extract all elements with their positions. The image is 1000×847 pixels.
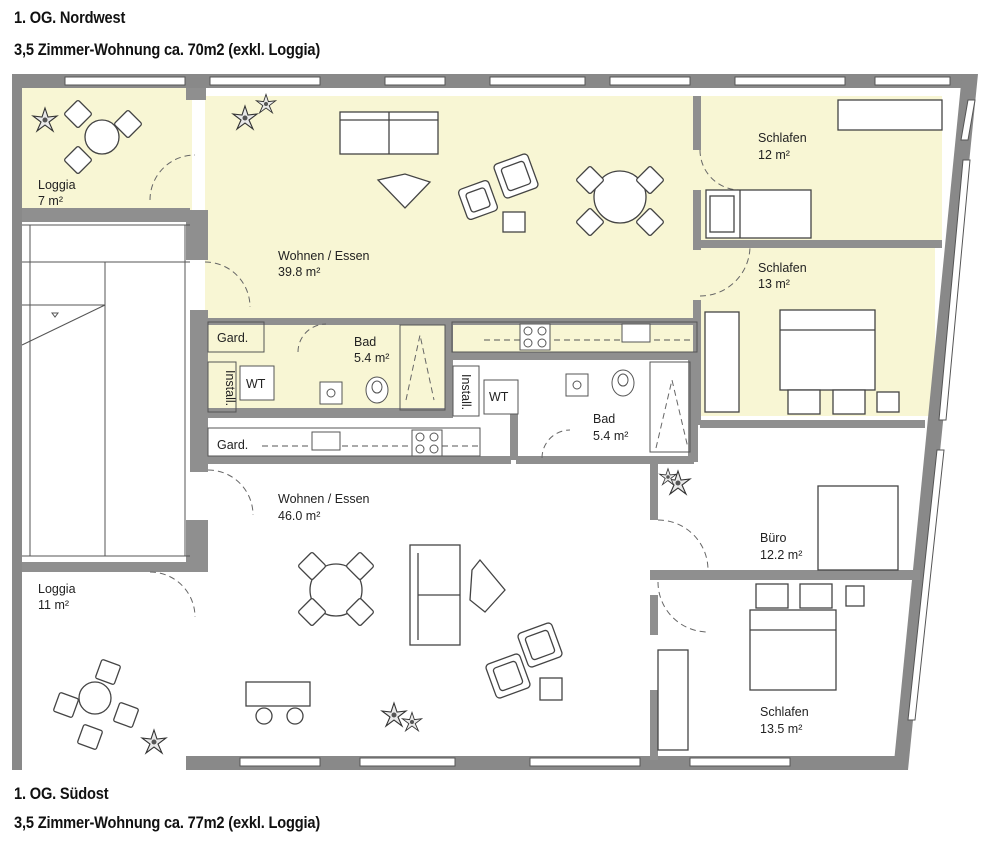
label-gard-nw: Gard. (217, 331, 248, 345)
room-area-schlafen-so: 13.5 m² (760, 722, 802, 736)
apartment-nw-floor: 1. OG. Nordwest (14, 8, 126, 27)
room-area-wohnen-so: 46.0 m² (278, 509, 320, 523)
kitchen-counters (207, 321, 698, 457)
label-wt-nw: WT (246, 377, 266, 391)
furniture-so (52, 485, 899, 751)
room-area-bad-so: 5.4 m² (593, 429, 628, 443)
room-area-loggia-so: 11 m² (38, 598, 69, 612)
door-swings (149, 149, 751, 633)
label-wt-so: WT (489, 390, 509, 404)
room-area-schlafen-nw1: 12 m² (758, 148, 790, 162)
room-area-loggia-nw: 7 m² (38, 194, 63, 208)
room-name-loggia-nw: Loggia (38, 178, 76, 192)
room-area-buero-so: 12.2 m² (760, 548, 802, 562)
room-area-wohnen-nw: 39.8 m² (278, 265, 320, 279)
room-name-schlafen-so: Schlafen (760, 705, 809, 719)
label-install-so: Install. (459, 374, 473, 410)
room-name-wohnen-nw: Wohnen / Essen (278, 249, 370, 263)
label-install-nw: Install. (223, 370, 237, 406)
room-name-bad-so: Bad (593, 412, 615, 426)
stairwell (21, 224, 190, 557)
apartment-so-floor: 1. OG. Südost (14, 784, 109, 803)
windows (64, 76, 976, 767)
apartment-so-description: 3,5 Zimmer-Wohnung ca. 77m2 (exkl. Loggi… (14, 813, 321, 832)
room-area-schlafen-nw2: 13 m² (758, 277, 790, 291)
room-name-schlafen-nw2: Schlafen (758, 261, 807, 275)
room-name-wohnen-so: Wohnen / Essen (278, 492, 370, 506)
room-name-bad-nw: Bad (354, 335, 376, 349)
apartment-nw-description: 3,5 Zimmer-Wohnung ca. 70m2 (exkl. Loggi… (14, 40, 321, 59)
room-name-loggia-so: Loggia (38, 582, 76, 596)
room-name-buero-so: Büro (760, 531, 786, 545)
label-gard-so: Gard. (217, 438, 248, 452)
room-name-schlafen-nw1: Schlafen (758, 131, 807, 145)
furniture-nw (63, 99, 943, 415)
room-area-bad-nw: 5.4 m² (354, 351, 389, 365)
